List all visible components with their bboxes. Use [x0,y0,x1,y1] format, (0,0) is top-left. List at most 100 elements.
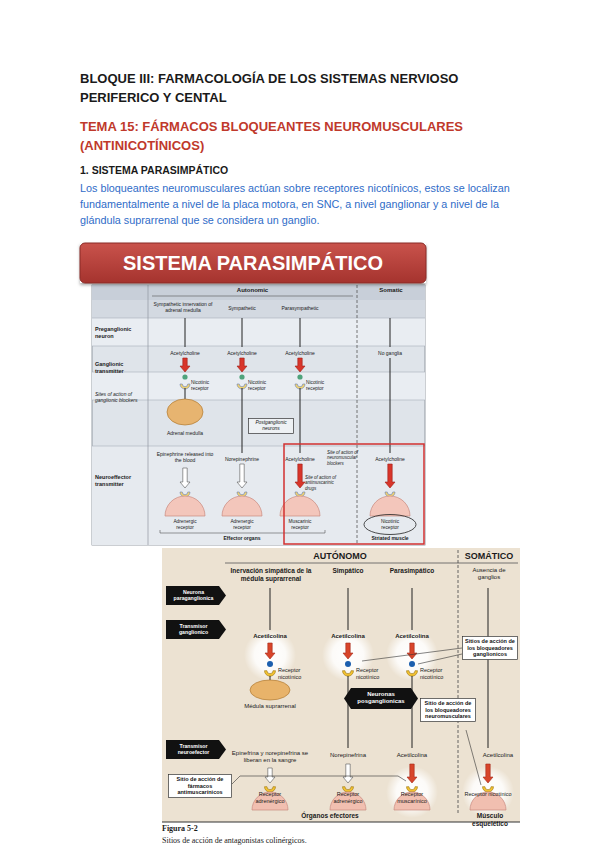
label-text: Receptor adrenérgico [323,791,373,804]
effector-cell [370,496,410,516]
effector-cell [280,496,320,516]
node-text: Transmisor neuroefector [169,743,218,755]
neuron-line [348,676,349,748]
label-text: Nicotinic receptor [248,380,282,392]
label-text: Acetylcholine [220,350,264,356]
neuron-line [185,318,186,347]
figure-panel [92,285,425,545]
receptor-symbol [407,671,418,677]
effector-cell [222,496,262,516]
label-text: TEMA 15: FÁRMACOS BLOQUEANTES NEUROMUSCU… [80,118,510,156]
label-text: Autonomic [150,287,355,294]
neuron-line [348,588,349,630]
label-text: Acetilcolina [323,633,373,640]
neuron-line [300,318,301,347]
transmitter-arrow [180,468,190,488]
label-text: Los bloqueantes neuromusculares actúan s… [80,181,525,229]
effector-cell [165,496,205,516]
label-text: Acetilcolina [245,633,295,640]
label-text: Acetilcolina [387,752,437,759]
label-text: SOMÁTICO [460,551,518,562]
adrenal-medulla [167,399,203,425]
figure-rule [162,822,520,823]
neuron-line [270,588,271,630]
node-text: Sitio de acción de fármacos antimuscarín… [171,776,229,796]
label-text: No ganglia [368,350,412,356]
node-text: Neuronas posganglionicas [352,691,410,705]
label-text: Figura 5-2 [162,824,262,834]
label-text: Adrenergic receptor [165,519,205,531]
transmitter-arrow [295,358,305,372]
transmitter-dot [345,661,351,667]
transmitter-dot [182,374,187,379]
node-text: Sitio de acción de los bloqueadores neur… [423,700,473,720]
arrow-label: Transmisor ganglionico [166,620,226,639]
transmitter-dot [409,661,415,667]
label-text: Preganglionic neuron [95,326,145,339]
node-outline [420,698,475,721]
label-text: Sympathetic [214,305,270,311]
label-text: Acetilcolina [387,633,437,640]
label-text: Sites of action of ganglionic blockers [95,391,145,403]
label-text: Nicotinic receptor [375,519,405,531]
column-divider [458,550,459,815]
group-bracket [160,533,325,534]
header-band [92,300,425,318]
row-divider [92,346,425,347]
node-outline [248,418,293,433]
label-text: Ganglionic transmitter [95,361,145,374]
node-text: Postganglionic neurons [251,420,291,432]
label-text: Simpático [318,567,378,575]
node-outline [80,243,426,283]
figure-caption: Sitios de acción de antagonistas colinér… [162,836,492,846]
column-divider [148,285,149,545]
label-text: Site of action of antimuscarinic drugs [305,475,343,491]
group-bracket [160,530,161,533]
receptor-symbol [265,671,276,677]
neuron-line [488,588,489,748]
label-text: Inervación simpática de la médula suprar… [226,567,316,583]
label-text: Epinephrine released into the blood [155,451,215,463]
label-text: Site of action of neuromuscular blockers [327,450,363,466]
transmitter-arrow [237,358,247,372]
label-text: Parasympathetic [272,305,328,311]
row-divider [92,318,425,319]
callout-box: Sitios de acción de los bloqueadores gan… [462,636,518,660]
label-text: Adrenergic receptor [222,519,262,531]
label-text: Epinefrina y norepinefrina se liberan en… [228,750,312,764]
transmitter-dot [239,374,244,379]
leader-line [232,776,406,784]
label-text: Striated muscle [362,535,418,541]
highlight-ring [364,515,416,535]
label-text: Norepinephrine [217,456,267,462]
label-text: Nicotinic receptor [191,380,225,392]
neuron-line [412,676,413,748]
node-outline [168,774,231,797]
label-text: Médula suprarrenal [240,703,300,710]
label-text: Somatic [360,287,422,294]
label-text: Acetylcholine [278,456,322,462]
transmitter-dot [267,661,273,667]
page-heading: BLOQUE III: FARMACOLOGÍA DE LOS SISTEMAS… [80,70,510,108]
node-text: Transmisor ganglionico [169,623,218,635]
label-text: Receptor muscarínico [387,791,437,804]
label-text: Acetylcholine [163,350,207,356]
figure-panel [162,548,520,822]
label-text: Effector organs [200,535,284,541]
row-divider [92,400,425,401]
transmitter-arrow [407,643,417,659]
highlight-glow [244,629,296,681]
neuron-line [390,318,391,347]
label-text: Norepinefrina [320,752,376,759]
receptor-symbol [343,671,354,677]
arrow-label: Transmisor neuroefector [166,740,226,759]
row-band [92,318,425,346]
label-text: AUTÓNOMO [225,551,455,562]
label-text: Parasimpático [382,567,442,575]
node-text: Neurona paraganglionica [169,589,218,601]
node-outline [344,688,418,709]
label-text: Neuroeffector transmitter [95,474,145,487]
transmitter-arrow [237,464,247,488]
row-band [92,446,425,545]
transmitter-arrow [265,643,275,659]
